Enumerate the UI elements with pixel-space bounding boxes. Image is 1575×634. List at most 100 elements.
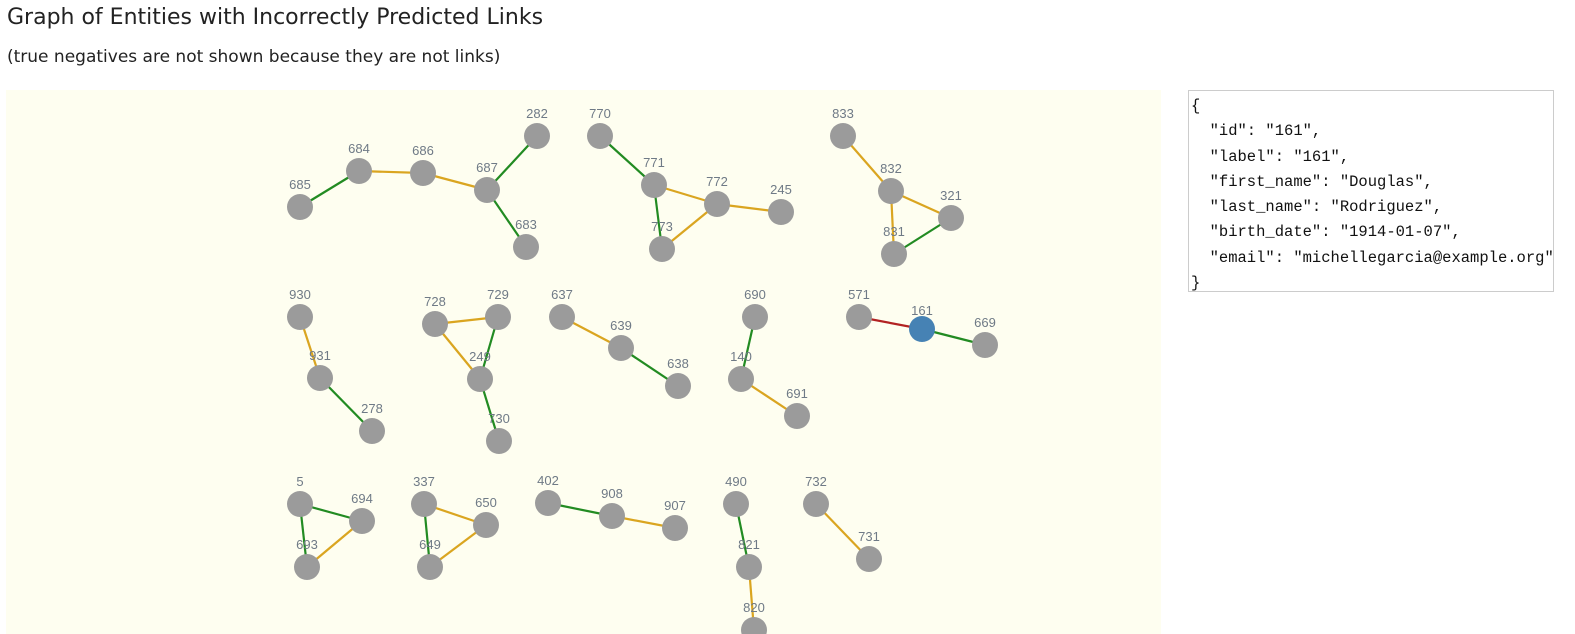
graph-canvas[interactable]: 685 684 686 687 282 683 770 771 772 245 773 833 832 3…	[6, 90, 1161, 634]
node-638[interactable]: 638	[665, 356, 691, 399]
node-label: 931	[309, 348, 331, 363]
node-circle[interactable]	[359, 418, 385, 444]
node-321[interactable]: 321	[938, 188, 964, 231]
node-490[interactable]: 490	[723, 474, 749, 517]
node-circle[interactable]	[736, 554, 762, 580]
node-label: 908	[601, 486, 623, 501]
node-907[interactable]: 907	[662, 498, 688, 541]
node-140[interactable]: 140	[728, 349, 754, 392]
node-circle[interactable]	[287, 491, 313, 517]
node-245[interactable]: 245	[768, 182, 794, 225]
json-line-birth-date: "birth_date": "1914-01-07",	[1191, 223, 1461, 242]
node-circle[interactable]	[287, 194, 313, 220]
node-circle[interactable]	[587, 123, 613, 149]
node-circle[interactable]	[742, 304, 768, 330]
node-circle[interactable]	[294, 554, 320, 580]
node-circle[interactable]	[549, 304, 575, 330]
node-circle[interactable]	[410, 160, 436, 186]
node-circle[interactable]	[878, 178, 904, 204]
node-821[interactable]: 821	[736, 537, 762, 580]
node-693[interactable]: 693	[294, 537, 320, 580]
node-686[interactable]: 686	[410, 143, 436, 186]
node-402[interactable]: 402	[535, 473, 561, 516]
node-690[interactable]: 690	[742, 287, 768, 330]
node-circle[interactable]	[741, 617, 767, 634]
node-circle[interactable]	[881, 241, 907, 267]
node-685[interactable]: 685	[287, 177, 313, 220]
node-282[interactable]: 282	[524, 106, 550, 149]
node-831[interactable]: 831	[881, 224, 907, 267]
node-circle[interactable]	[524, 123, 550, 149]
node-label: 5	[296, 474, 303, 489]
node-circle[interactable]	[486, 428, 512, 454]
node-circle[interactable]	[704, 191, 730, 217]
node-729[interactable]: 729	[485, 287, 511, 330]
node-circle[interactable]	[473, 512, 499, 538]
node-circle[interactable]	[938, 205, 964, 231]
node-820[interactable]: 820	[741, 600, 767, 634]
node-circle[interactable]	[784, 403, 810, 429]
node-337[interactable]: 337	[411, 474, 437, 517]
node-label: 833	[832, 106, 854, 121]
node-694[interactable]: 694	[349, 491, 375, 534]
node-circle[interactable]	[346, 158, 372, 184]
node-930[interactable]: 930	[287, 287, 313, 330]
node-circle[interactable]	[768, 199, 794, 225]
node-circle[interactable]	[485, 304, 511, 330]
node-249[interactable]: 249	[467, 349, 493, 392]
node-571[interactable]: 571	[846, 287, 872, 330]
node-circle[interactable]	[349, 508, 375, 534]
node-5[interactable]: 5	[287, 474, 313, 517]
node-637[interactable]: 637	[549, 287, 575, 330]
node-650[interactable]: 650	[473, 495, 499, 538]
graph-svg[interactable]: 685 684 686 687 282 683 770 771 772 245 773 833 832 3…	[6, 90, 1161, 634]
node-circle[interactable]	[417, 554, 443, 580]
node-770[interactable]: 770	[587, 106, 613, 149]
node-669[interactable]: 669	[972, 315, 998, 358]
node-circle[interactable]	[723, 491, 749, 517]
node-circle[interactable]	[662, 515, 688, 541]
node-circle[interactable]	[909, 316, 935, 342]
node-label: 140	[730, 349, 752, 364]
node-circle[interactable]	[307, 365, 333, 391]
node-circle[interactable]	[803, 491, 829, 517]
node-278[interactable]: 278	[359, 401, 385, 444]
node-732[interactable]: 732	[803, 474, 829, 517]
node-circle[interactable]	[856, 546, 882, 572]
node-circle[interactable]	[287, 304, 313, 330]
node-728[interactable]: 728	[422, 294, 448, 337]
node-833[interactable]: 833	[830, 106, 856, 149]
node-label: 773	[651, 219, 673, 234]
node-circle[interactable]	[467, 366, 493, 392]
node-circle[interactable]	[846, 304, 872, 330]
node-circle[interactable]	[411, 491, 437, 517]
node-circle[interactable]	[728, 366, 754, 392]
node-931[interactable]: 931	[307, 348, 333, 391]
node-circle[interactable]	[830, 123, 856, 149]
node-circle[interactable]	[641, 172, 667, 198]
node-circle[interactable]	[649, 236, 675, 262]
node-687[interactable]: 687	[474, 160, 500, 203]
node-circle[interactable]	[422, 311, 448, 337]
node-730[interactable]: 730	[486, 411, 512, 454]
json-line-id: "id": "161",	[1191, 122, 1322, 141]
node-circle[interactable]	[972, 332, 998, 358]
node-731[interactable]: 731	[856, 529, 882, 572]
node-circle[interactable]	[474, 177, 500, 203]
node-683[interactable]: 683	[513, 217, 539, 260]
node-circle[interactable]	[535, 490, 561, 516]
node-684[interactable]: 684	[346, 141, 372, 184]
node-832[interactable]: 832	[878, 161, 904, 204]
node-circle[interactable]	[513, 234, 539, 260]
node-circle[interactable]	[599, 503, 625, 529]
node-772[interactable]: 772	[704, 174, 730, 217]
node-161[interactable]: 161	[909, 303, 935, 342]
node-771[interactable]: 771	[641, 155, 667, 198]
node-circle[interactable]	[665, 373, 691, 399]
node-649[interactable]: 649	[417, 537, 443, 580]
node-639[interactable]: 639	[608, 318, 634, 361]
node-908[interactable]: 908	[599, 486, 625, 529]
node-circle[interactable]	[608, 335, 634, 361]
node-773[interactable]: 773	[649, 219, 675, 262]
node-691[interactable]: 691	[784, 386, 810, 429]
